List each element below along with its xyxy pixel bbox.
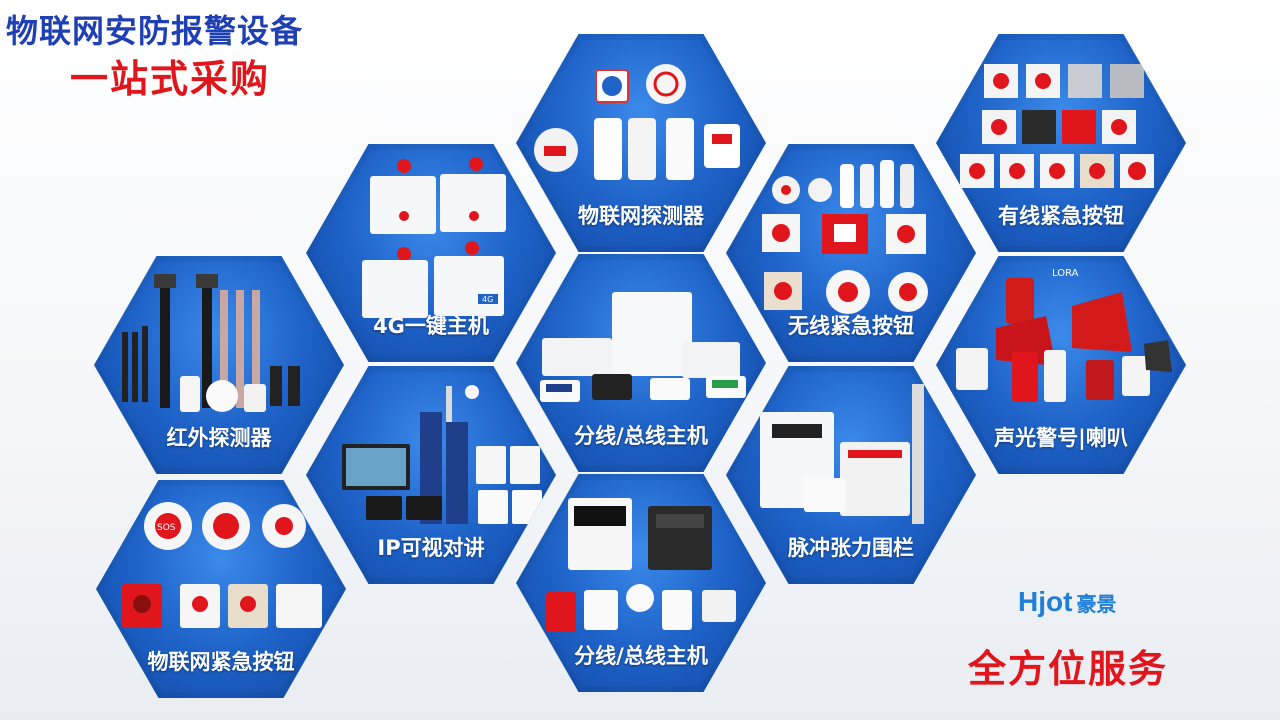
hex-iot-emergency[interactable]: SOS 物联网紧急按钮: [96, 480, 346, 698]
headline-subtitle: 一站式采购: [70, 57, 271, 101]
hex-infrared-detector[interactable]: 红外探测器: [94, 256, 344, 474]
hex-wireless-emergency[interactable]: 无线紧急按钮: [726, 144, 976, 362]
sos-label: SOS: [157, 523, 176, 533]
product-badge-4g: 4G: [482, 295, 493, 304]
lora-label: LORA: [1052, 268, 1079, 279]
hex-label-iot-detector: 物联网探测器: [578, 204, 704, 228]
headline-title: 物联网安防报警设备: [6, 12, 304, 50]
hex-iot-detector[interactable]: 物联网探测器: [516, 34, 766, 252]
hex-label-iot-emergency: 物联网紧急按钮: [147, 650, 295, 674]
wireless-emergency-products-image: [762, 160, 928, 314]
service-slogan: 全方位服务: [968, 647, 1169, 691]
brand-logo: Hjot 豪景: [1018, 586, 1116, 618]
zone-bus-host-1-products-image: [540, 292, 746, 402]
hex-ip-intercom[interactable]: IP可视对讲: [306, 366, 556, 584]
ip-intercom-products-image: [342, 385, 542, 524]
iot-emergency-products-image: SOS: [122, 502, 322, 628]
hex-label-infrared-detector: 红外探测器: [166, 426, 272, 450]
hex-label-pulse-fence: 脉冲张力围栏: [788, 536, 914, 560]
hex-zone-bus-host-2[interactable]: 分线/总线主机: [516, 474, 766, 692]
infrared-detector-products-image: [122, 274, 300, 412]
hex-label-wired-emergency: 有线紧急按钮: [998, 204, 1124, 228]
zone-bus-host-2-products-image: [546, 498, 736, 632]
hex-sound-light-alarm[interactable]: LORA 声光警号|喇叭: [936, 256, 1186, 474]
iot-detector-products-image: [534, 64, 740, 180]
wired-emergency-products-image: [960, 64, 1154, 188]
hex-4g-host[interactable]: 4G 4G一键主机: [306, 144, 556, 362]
brand-name: 豪景: [1076, 592, 1117, 616]
hex-label-sound-light-alarm: 声光警号|喇叭: [994, 426, 1128, 450]
hex-zone-bus-host-1[interactable]: 分线/总线主机: [516, 254, 766, 472]
hex-label-zone-bus-host-2: 分线/总线主机: [574, 644, 708, 668]
hex-label-wireless-emergency: 无线紧急按钮: [788, 314, 914, 338]
pulse-fence-products-image: [760, 384, 924, 524]
hex-label-ip-intercom: IP可视对讲: [377, 536, 485, 560]
hex-label-4g-host: 4G一键主机: [373, 314, 489, 338]
hex-wired-emergency[interactable]: 有线紧急按钮: [936, 34, 1186, 252]
4g-host-products-image: 4G: [362, 157, 506, 318]
brand-mark: Hjot: [1018, 586, 1073, 617]
sound-light-alarm-products-image: LORA: [956, 268, 1172, 402]
hex-label-zone-bus-host-1: 分线/总线主机: [574, 424, 708, 448]
hex-pulse-fence[interactable]: 脉冲张力围栏: [726, 366, 976, 584]
